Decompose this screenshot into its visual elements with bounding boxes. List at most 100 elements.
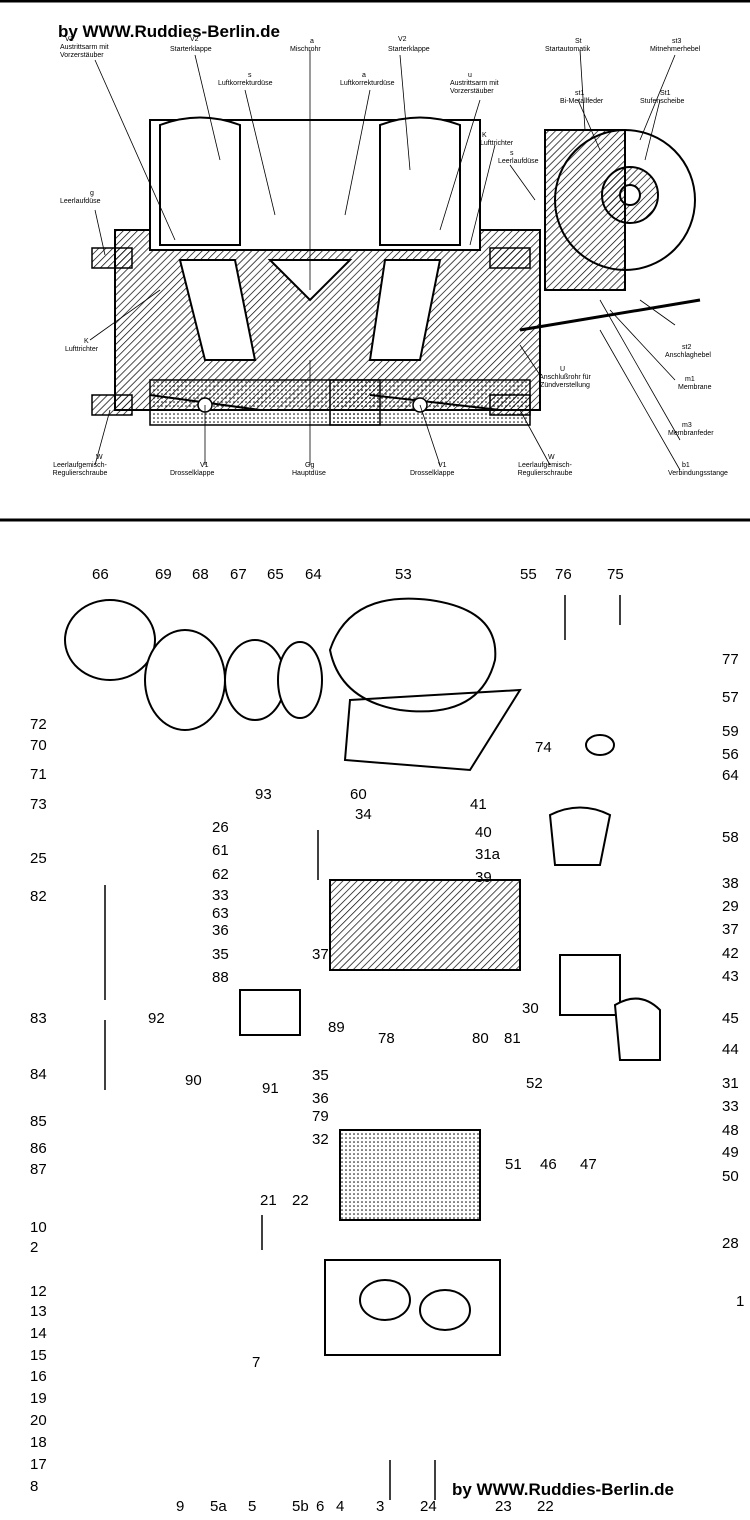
part-number: 60 xyxy=(350,786,367,803)
code-st3: st3 xyxy=(672,38,682,45)
part-number: 33 xyxy=(212,887,229,904)
part-number: 44 xyxy=(722,1041,739,1058)
part-number: 31 xyxy=(722,1075,739,1092)
part-number: 5b xyxy=(292,1498,309,1515)
label-lufttrichter-left: Lufttrichter xyxy=(65,346,99,353)
part-number: 71 xyxy=(30,766,47,783)
part-number: 21 xyxy=(260,1192,277,1209)
part-number: 5a xyxy=(210,1498,227,1515)
part-number: 68 xyxy=(192,566,209,583)
code-w-right: W xyxy=(548,454,555,461)
part-number: 67 xyxy=(230,566,247,583)
label-mischrohr: Mischrohr xyxy=(290,46,321,53)
label-leerlaufduese-right: Leerlaufdüse xyxy=(498,158,539,165)
part-number: 16 xyxy=(30,1368,47,1385)
part-number: 58 xyxy=(722,829,739,846)
label-lufttrichter-top: Lufttrichter xyxy=(480,140,514,147)
label-starterklappe-right: Starterklappe xyxy=(388,46,430,53)
label-luftkorrekturduese-left: Luftkorrekturdüse xyxy=(218,80,273,87)
part-number: 18 xyxy=(30,1434,47,1451)
code-k-left: K xyxy=(84,338,89,345)
part-number: 85 xyxy=(30,1113,47,1130)
part-number: 86 xyxy=(30,1140,47,1157)
code-v1-left: V1 xyxy=(200,462,209,469)
part-number: 20 xyxy=(30,1412,47,1429)
part-number: 64 xyxy=(722,767,739,784)
part-number: 46 xyxy=(540,1156,557,1173)
part-number: 38 xyxy=(722,875,739,892)
part-number: 47 xyxy=(580,1156,597,1173)
label-luftkorrekturduese-right: Luftkorrekturdüse xyxy=(340,80,395,87)
part-number: 9 xyxy=(176,1498,185,1515)
code-a: a xyxy=(310,38,314,45)
part-number: 14 xyxy=(30,1325,47,1342)
code-v1-right: V1 xyxy=(438,462,447,469)
part-number: 29 xyxy=(722,898,739,915)
part-number: 10 xyxy=(30,1219,47,1236)
part-number: 34 xyxy=(355,806,372,823)
part-number: 77 xyxy=(722,651,739,668)
label-verbindungsstange: Verbindungsstange xyxy=(668,470,728,477)
part-number: 36 xyxy=(212,922,229,939)
part-number: 22 xyxy=(292,1192,309,1209)
part-number: 39 xyxy=(475,869,492,886)
part-number: 49 xyxy=(722,1144,739,1161)
part-number: 32 xyxy=(312,1131,329,1148)
part-number: 42 xyxy=(722,945,739,962)
part-number: 59 xyxy=(722,723,739,740)
part-number: 30 xyxy=(522,1000,539,1017)
code-s-left: s xyxy=(248,72,252,79)
part-number: 51 xyxy=(505,1156,522,1173)
part-number: 65 xyxy=(267,566,284,583)
label-austrittsarm-left: Austrittsarm mit Vorzerstäuber xyxy=(60,44,109,59)
part-number: 53 xyxy=(395,566,412,583)
part-number: 19 xyxy=(30,1390,47,1407)
part-number: 79 xyxy=(312,1108,329,1125)
part-number: 28 xyxy=(722,1235,739,1252)
part-number: 24 xyxy=(420,1498,437,1515)
part-number: 62 xyxy=(212,866,229,883)
part-number: 50 xyxy=(722,1168,739,1185)
part-number: 33 xyxy=(722,1098,739,1115)
part-number: 92 xyxy=(148,1010,165,1027)
code-v1-top: V1 xyxy=(65,36,74,43)
code-st2: st2 xyxy=(682,344,692,351)
label-anschlaghebel: Anschlaghebel xyxy=(665,352,711,359)
label-membranfeder: Membranfeder xyxy=(668,430,714,437)
part-number: 78 xyxy=(378,1030,395,1047)
label-regulierschraube-right: Leerlaufgemisch-Regulierschraube xyxy=(517,462,573,477)
part-number: 63 xyxy=(212,905,229,922)
part-number: 81 xyxy=(504,1030,521,1047)
part-number: 90 xyxy=(185,1072,202,1089)
code-g: g xyxy=(90,190,94,197)
part-number: 66 xyxy=(92,566,109,583)
part-number: 3 xyxy=(376,1498,385,1515)
part-number: 1 xyxy=(736,1293,745,1310)
part-number: 88 xyxy=(212,969,229,986)
code-u: u xyxy=(468,72,472,79)
part-number: 57 xyxy=(722,689,739,706)
part-number: 82 xyxy=(30,888,47,905)
part-number: 36 xyxy=(312,1090,329,1107)
part-number: 73 xyxy=(30,796,47,813)
part-number: 84 xyxy=(30,1066,47,1083)
part-number: 26 xyxy=(212,819,229,836)
part-number: 31a xyxy=(475,846,501,863)
part-number: 37 xyxy=(722,921,739,938)
part-number: 52 xyxy=(526,1075,543,1092)
part-number: 22 xyxy=(537,1498,554,1515)
label-drosselklappe-left: Drosselklappe xyxy=(170,470,215,477)
label-leerlaufduese-left: Leerlaufdüse xyxy=(60,198,101,205)
label-bi-metallfeder: Bi-Metallfeder xyxy=(560,98,604,105)
part-number: 70 xyxy=(30,737,47,754)
label-startautomatik: Startautomatik xyxy=(545,46,591,53)
label-starterklappe-left: Starterklappe xyxy=(170,46,212,53)
part-number: 83 xyxy=(30,1010,47,1027)
part-number: 43 xyxy=(722,968,739,985)
part-number: 89 xyxy=(328,1019,345,1036)
part-number: 48 xyxy=(722,1122,739,1139)
code-m1: m1 xyxy=(685,376,695,383)
code-k-top: K xyxy=(482,132,487,139)
label-anschlussrohr: Anschlußrohr für Zündverstellung xyxy=(539,374,591,389)
